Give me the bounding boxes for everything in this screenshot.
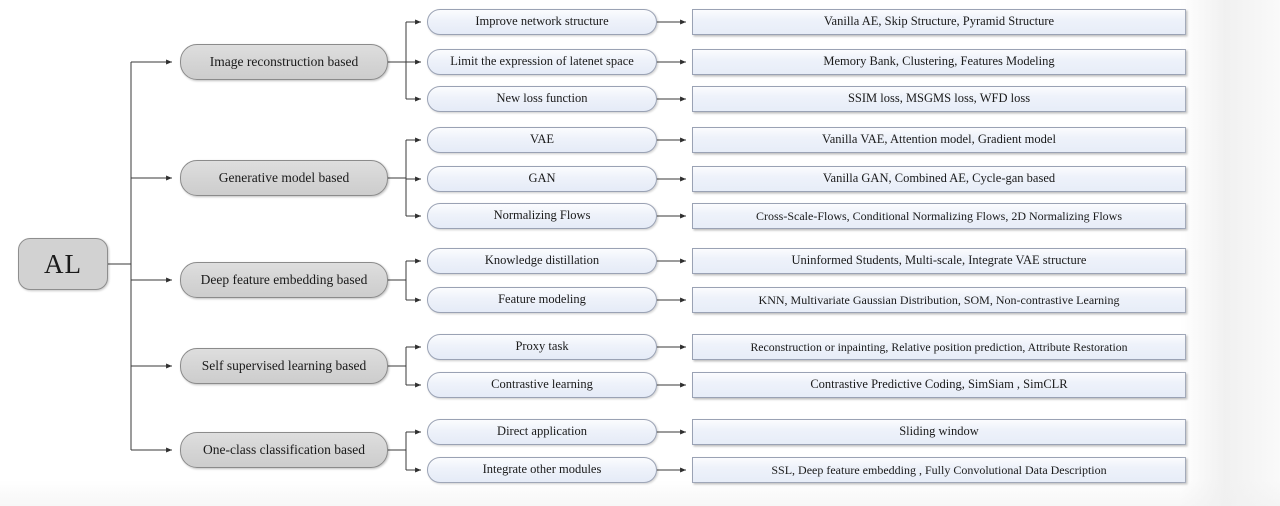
subnode-label: Direct application (497, 424, 587, 439)
subnode-limit-the-expression-of-latenet-space[interactable]: Limit the expression of latenet space (427, 49, 657, 75)
branch-node-label: Deep feature embedding based (200, 271, 368, 287)
methods-label: Uninformed Students, Multi-scale, Integr… (791, 253, 1087, 268)
methods-box-knowledge-distillation[interactable]: Uninformed Students, Multi-scale, Integr… (692, 248, 1186, 274)
methods-label: Sliding window (899, 424, 979, 439)
subnode-improve-network-structure[interactable]: Improve network structure (427, 9, 657, 35)
methods-box-contrastive-learning[interactable]: Contrastive Predictive Coding, SimSiam ,… (692, 372, 1186, 398)
methods-label: Vanilla GAN, Combined AE, Cycle-gan base… (822, 171, 1056, 186)
right-edge-shadow (1180, 0, 1280, 506)
subnode-contrastive-learning[interactable]: Contrastive learning (427, 372, 657, 398)
methods-label: Vanilla VAE, Attention model, Gradient m… (822, 132, 1056, 147)
subnode-direct-application[interactable]: Direct application (427, 419, 657, 445)
bottom-edge-shadow (0, 480, 1280, 506)
branch-node-one-class-classification-based[interactable]: One-class classification based (180, 432, 388, 468)
methods-label: Vanilla AE, Skip Structure, Pyramid Stru… (823, 14, 1055, 29)
methods-box-direct-application[interactable]: Sliding window (692, 419, 1186, 445)
methods-box-normalizing-flows[interactable]: Cross-Scale-Flows, Conditional Normalizi… (692, 203, 1186, 229)
methods-label: Reconstruction or inpainting, Relative p… (750, 339, 1128, 354)
methods-box-new-loss-function[interactable]: SSIM loss, MSGMS loss, WFD loss (692, 86, 1186, 112)
branch-node-label: Image reconstruction based (209, 53, 359, 69)
methods-box-feature-modeling[interactable]: KNN, Multivariate Gaussian Distribution,… (692, 287, 1186, 313)
methods-label: Memory Bank, Clustering, Features Modeli… (823, 54, 1055, 69)
subnode-label: Integrate other modules (482, 462, 602, 477)
methods-box-limit-the-expression-of-latenet-space[interactable]: Memory Bank, Clustering, Features Modeli… (692, 49, 1186, 75)
methods-label: SSIM loss, MSGMS loss, WFD loss (847, 91, 1031, 106)
subnode-label: Feature modeling (498, 292, 586, 307)
methods-label: Cross-Scale-Flows, Conditional Normalizi… (756, 208, 1122, 223)
methods-box-vae[interactable]: Vanilla VAE, Attention model, Gradient m… (692, 127, 1186, 153)
subnode-label: Limit the expression of latenet space (450, 54, 634, 69)
subnode-label: GAN (528, 171, 556, 186)
subnode-integrate-other-modules[interactable]: Integrate other modules (427, 457, 657, 483)
branch-node-label: One-class classification based (203, 441, 365, 457)
branch-node-self-supervised-learning-based[interactable]: Self supervised learning based (180, 348, 388, 384)
branch-node-image-reconstruction-based[interactable]: Image reconstruction based (180, 44, 388, 80)
subnode-feature-modeling[interactable]: Feature modeling (427, 287, 657, 313)
methods-label: KNN, Multivariate Gaussian Distribution,… (758, 292, 1120, 307)
branch-node-generative-model-based[interactable]: Generative model based (180, 160, 388, 196)
subnode-label: VAE (529, 132, 555, 147)
methods-box-gan[interactable]: Vanilla GAN, Combined AE, Cycle-gan base… (692, 166, 1186, 192)
branch-node-label: Self supervised learning based (201, 357, 367, 373)
subnode-new-loss-function[interactable]: New loss function (427, 86, 657, 112)
subnode-gan[interactable]: GAN (427, 166, 657, 192)
subnode-label: Normalizing Flows (493, 208, 591, 223)
methods-box-integrate-other-modules[interactable]: SSL, Deep feature embedding , Fully Conv… (692, 457, 1186, 483)
methods-label: Contrastive Predictive Coding, SimSiam ,… (810, 377, 1068, 392)
subnode-proxy-task[interactable]: Proxy task (427, 334, 657, 360)
methods-label: SSL, Deep feature embedding , Fully Conv… (771, 462, 1107, 477)
branch-node-label: Generative model based (218, 169, 350, 185)
subnode-label: Improve network structure (475, 14, 609, 29)
subnode-label: Proxy task (515, 339, 569, 354)
branch-node-deep-feature-embedding-based[interactable]: Deep feature embedding based (180, 262, 388, 298)
subnode-label: Knowledge distillation (484, 253, 600, 268)
subnode-normalizing-flows[interactable]: Normalizing Flows (427, 203, 657, 229)
subnode-label: New loss function (496, 91, 588, 106)
root-node-label: AL (44, 248, 82, 279)
subnode-vae[interactable]: VAE (427, 127, 657, 153)
root-node-al[interactable]: AL (18, 238, 108, 290)
methods-box-proxy-task[interactable]: Reconstruction or inpainting, Relative p… (692, 334, 1186, 360)
subnode-knowledge-distillation[interactable]: Knowledge distillation (427, 248, 657, 274)
subnode-label: Contrastive learning (491, 377, 593, 392)
methods-box-improve-network-structure[interactable]: Vanilla AE, Skip Structure, Pyramid Stru… (692, 9, 1186, 35)
